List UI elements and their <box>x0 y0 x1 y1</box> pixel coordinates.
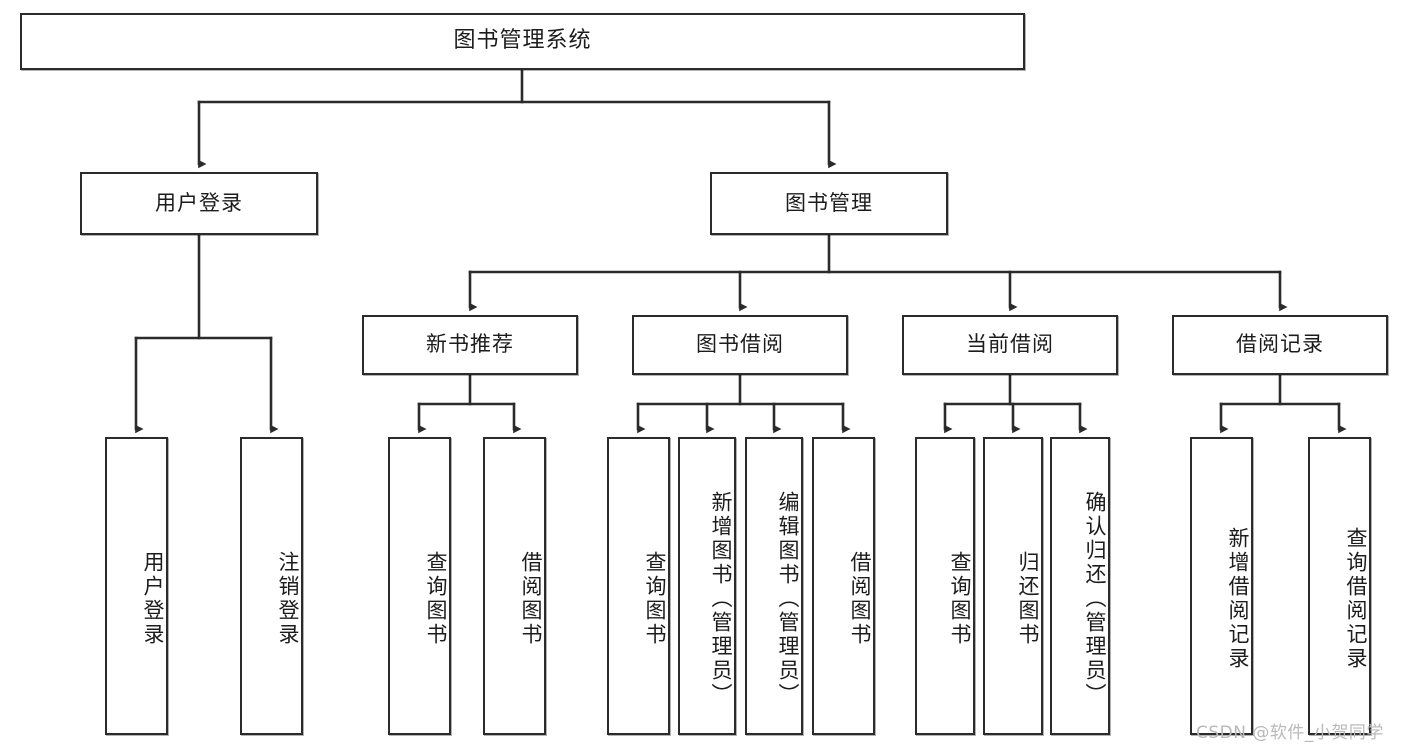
node-book-manage[interactable]: 图书管理 <box>710 172 948 235</box>
node-leaf-edit-book[interactable]: 编辑图书（管理员） <box>745 437 803 735</box>
node-new-book-rec-label: 新书推荐 <box>426 332 514 357</box>
node-leaf-query-book-2[interactable]: 查询图书 <box>607 437 670 735</box>
node-leaf-query-book-1[interactable]: 查询图书 <box>388 437 451 735</box>
node-borrow-record[interactable]: 借阅记录 <box>1172 315 1388 375</box>
node-leaf-user-logout-label: 注销登录 <box>276 551 300 647</box>
node-root[interactable]: 图书管理系统 <box>20 13 1025 70</box>
node-user-login[interactable]: 用户登录 <box>80 172 318 235</box>
csdn-watermark: CSDN @软件_小贺同学 <box>1196 723 1384 743</box>
node-leaf-borrow-book-2[interactable]: 借阅图书 <box>812 437 875 735</box>
node-leaf-query-book-3-label: 查询图书 <box>948 551 972 647</box>
node-new-book-rec[interactable]: 新书推荐 <box>362 315 578 375</box>
node-leaf-query-book-3[interactable]: 查询图书 <box>915 437 975 735</box>
node-leaf-user-login-label: 用户登录 <box>141 551 165 647</box>
node-leaf-query-book-1-label: 查询图书 <box>424 551 448 647</box>
node-leaf-query-book-2-label: 查询图书 <box>643 551 667 647</box>
node-leaf-user-login[interactable]: 用户登录 <box>105 437 168 735</box>
node-borrow-record-label: 借阅记录 <box>1236 332 1324 357</box>
node-leaf-borrow-book-1[interactable]: 借阅图书 <box>483 437 546 735</box>
node-user-login-label: 用户登录 <box>155 190 243 215</box>
node-root-label: 图书管理系统 <box>453 28 592 54</box>
node-current-borrow[interactable]: 当前借阅 <box>902 315 1118 375</box>
node-leaf-add-book-label: 新增图书（管理员） <box>709 491 733 707</box>
node-leaf-confirm-return-label: 确认归还（管理员） <box>1083 491 1107 707</box>
node-leaf-query-record[interactable]: 查询借阅记录 <box>1308 437 1371 735</box>
node-leaf-borrow-book-1-label: 借阅图书 <box>519 551 543 647</box>
node-leaf-query-record-label: 查询借阅记录 <box>1344 527 1368 671</box>
node-current-borrow-label: 当前借阅 <box>966 332 1054 357</box>
node-leaf-return-book-label: 归还图书 <box>1016 551 1040 647</box>
node-leaf-confirm-return[interactable]: 确认归还（管理员） <box>1050 437 1110 735</box>
node-leaf-return-book[interactable]: 归还图书 <box>983 437 1043 735</box>
node-leaf-user-logout[interactable]: 注销登录 <box>240 437 303 735</box>
node-leaf-add-record-label: 新增借阅记录 <box>1226 527 1250 671</box>
node-book-borrow[interactable]: 图书借阅 <box>632 315 848 375</box>
node-leaf-edit-book-label: 编辑图书（管理员） <box>776 491 800 707</box>
node-book-manage-label: 图书管理 <box>785 190 873 215</box>
node-book-borrow-label: 图书借阅 <box>696 332 784 357</box>
node-leaf-borrow-book-2-label: 借阅图书 <box>848 551 872 647</box>
node-leaf-add-book[interactable]: 新增图书（管理员） <box>678 437 736 735</box>
node-leaf-add-record[interactable]: 新增借阅记录 <box>1190 437 1253 735</box>
